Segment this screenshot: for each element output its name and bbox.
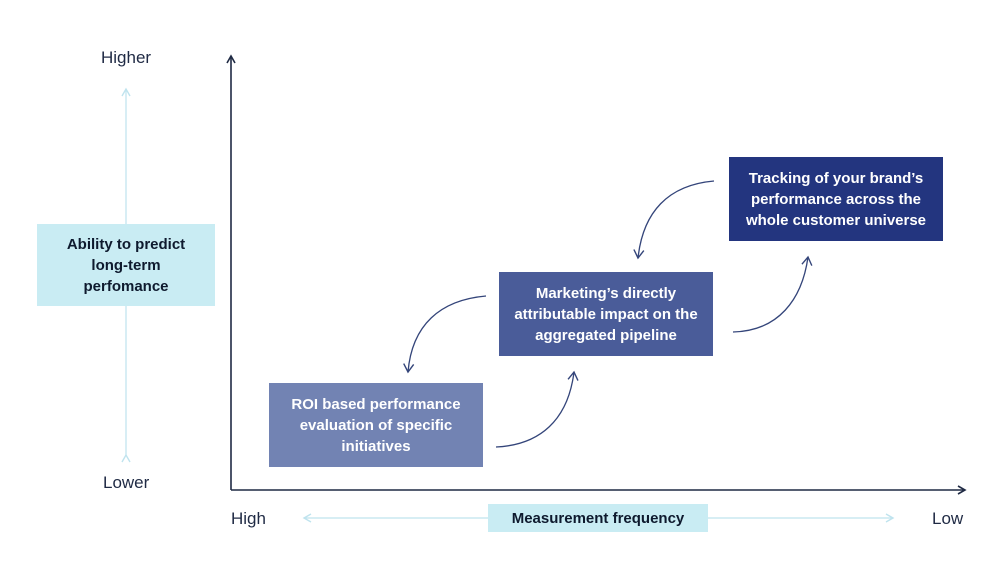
y-axis-bottom-label: Lower bbox=[103, 473, 150, 492]
y-axis-label: Ability to predict long-term perfomance bbox=[37, 224, 215, 306]
curve-arrow-box1-to-box2 bbox=[495, 370, 579, 448]
curve-arrow-box2-to-box1 bbox=[403, 295, 487, 374]
x-axis-left-label: High bbox=[231, 509, 266, 528]
x-axis-label: Measurement frequency bbox=[488, 504, 708, 532]
box-brand-tracking: Tracking of your brand’s performance acr… bbox=[729, 157, 943, 241]
curve-arrow-box3-to-box2 bbox=[633, 180, 715, 260]
box-roi-performance: ROI based performance evaluation of spec… bbox=[269, 383, 483, 467]
curve-arrow-box2-to-box3 bbox=[732, 255, 813, 333]
y-axis-top-label: Higher bbox=[101, 48, 152, 67]
box-marketing-impact: Marketing’s directly attributable impact… bbox=[499, 272, 713, 356]
x-axis-right-label: Low bbox=[932, 509, 964, 528]
